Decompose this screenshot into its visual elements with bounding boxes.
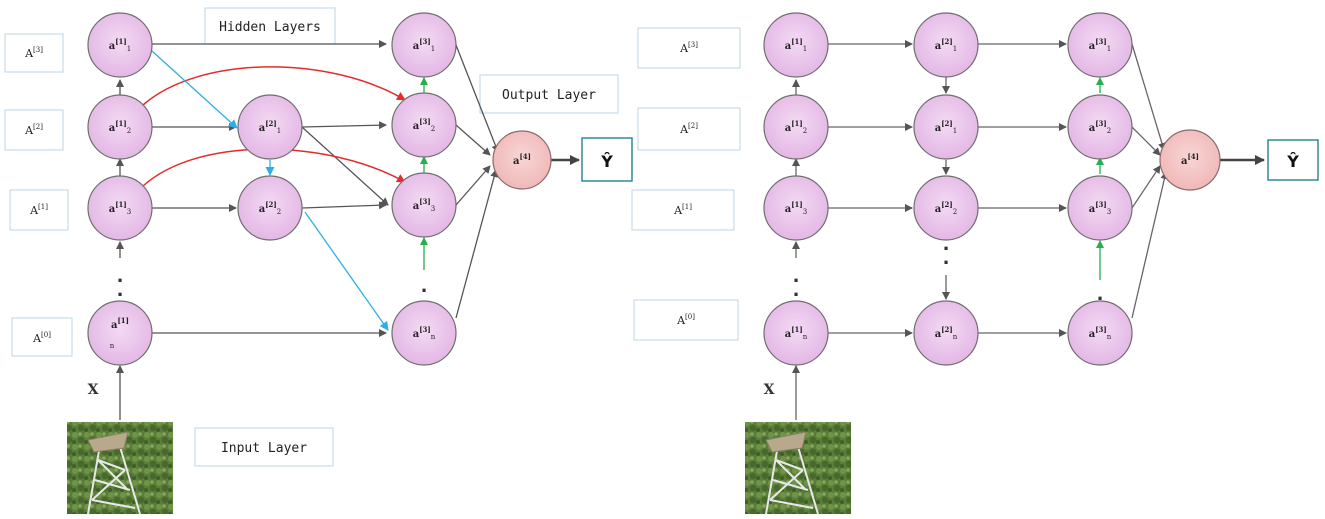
left-yhat-label: Ŷ: [600, 152, 613, 171]
left-gray-connections: [116, 40, 500, 420]
left-x-label: X: [88, 382, 99, 398]
hidden-layers-box: Hidden Layers: [204, 7, 336, 45]
svg-text:a[1]2: a[1]2: [109, 119, 131, 135]
svg-text:a[2]2: a[2]2: [935, 200, 957, 216]
input-layer-box: Input Layer: [194, 427, 334, 467]
left-yhat-box: Ŷ: [581, 137, 633, 182]
svg-text:A[1]: A[1]: [29, 203, 48, 217]
svg-text:a[1]3: a[1]3: [109, 200, 131, 216]
svg-text:a[2]1: a[2]1: [259, 119, 281, 135]
side-label-a3: A[3]: [4, 33, 64, 73]
svg-text:a[2]2: a[2]2: [259, 200, 281, 216]
left-dots-3: .: [421, 276, 428, 297]
left-diagram: Hidden Layers Output Layer Input Layer A…: [4, 7, 633, 515]
right-dots-1: .: [793, 266, 800, 287]
hidden-layers-label: Hidden Layers: [219, 20, 321, 35]
right-dots-5: .: [1097, 284, 1104, 305]
svg-text:a[3]n: a[3]n: [413, 325, 436, 341]
right-node-output: a[4]: [1159, 129, 1221, 191]
right-diagram: A[3] A[2] A[1] A[0]: [631, 12, 1319, 515]
svg-text:A[2]: A[2]: [679, 122, 698, 136]
svg-text:a[1]n: a[1]n: [785, 325, 808, 341]
svg-text:a[2]1: a[2]1: [935, 37, 957, 53]
right-node-l3-3: a[3]3: [1067, 175, 1133, 241]
right-nodes: a[1]1 a[1]2 a[1]3 a[1]n a[2]1 a[2]1: [763, 12, 1221, 366]
svg-text:a[3]3: a[3]3: [413, 197, 435, 213]
svg-text:a[2]n: a[2]n: [935, 325, 958, 341]
right-node-l2-n: a[2]n: [913, 300, 979, 366]
left-node-l1-n: a[1] n: [87, 300, 153, 366]
right-yhat-label: Ŷ: [1286, 152, 1299, 171]
left-blue-arrow-3: [304, 211, 389, 331]
svg-text:a[1]1: a[1]1: [785, 37, 807, 53]
svg-text:a[1]1: a[1]1: [109, 37, 131, 53]
right-side-label-a2: A[2]: [637, 107, 741, 151]
svg-text:a[2]1: a[2]1: [935, 119, 957, 135]
svg-text:a[3]2: a[3]2: [413, 117, 435, 133]
right-side-label-a3: A[3]: [637, 27, 741, 69]
side-label-a0: A[0]: [11, 317, 73, 357]
svg-text:A[3]: A[3]: [24, 46, 43, 60]
right-node-l2-1b: a[2]1: [913, 94, 979, 160]
right-node-l3-2: a[3]2: [1067, 94, 1133, 160]
left-node-l3-3: a[3]3: [391, 172, 457, 238]
input-layer-label: Input Layer: [221, 441, 307, 456]
svg-text:A[3]: A[3]: [679, 41, 698, 55]
left-dots-2: .: [117, 280, 124, 301]
left-node-output: a[4]: [492, 130, 552, 190]
right-side-label-a1: A[1]: [631, 189, 735, 231]
side-label-a1: A[1]: [9, 189, 69, 231]
svg-text:A[2]: A[2]: [24, 123, 43, 137]
left-skip-arrow-1: [142, 66, 406, 106]
right-node-l1-1: a[1]1: [763, 12, 829, 78]
output-layer-box: Output Layer: [479, 74, 619, 114]
right-node-l1-n: a[1]n: [763, 300, 829, 366]
right-dots-4: .: [943, 248, 950, 269]
svg-text:A[1]: A[1]: [673, 203, 692, 217]
svg-text:a[3]n: a[3]n: [1089, 325, 1112, 341]
svg-text:a[3]3: a[3]3: [1089, 200, 1111, 216]
svg-text:a[1]: a[1]: [111, 316, 129, 331]
right-node-l1-2: a[1]2: [763, 94, 829, 160]
right-node-l3-1: a[3]1: [1067, 12, 1133, 78]
svg-text:A[0]: A[0]: [32, 331, 51, 345]
right-node-l3-n: a[3]n: [1067, 300, 1133, 366]
svg-text:a[3]2: a[3]2: [1089, 119, 1111, 135]
left-node-l3-n: a[3]n: [391, 300, 457, 366]
right-input-image: [745, 422, 851, 515]
output-layer-label: Output Layer: [502, 88, 596, 103]
left-input-image: [67, 422, 173, 515]
left-node-l1-2: a[1]2: [87, 94, 153, 160]
left-node-l2-2: a[2]2: [237, 175, 303, 241]
right-yhat-box: Ŷ: [1267, 139, 1319, 181]
right-node-l1-3: a[1]3: [763, 175, 829, 241]
left-node-l3-1: a[3]1: [391, 12, 457, 78]
left-nodes: a[1]1 a[1]2 a[1]3 a[1] n a[2]1 a[2]2: [87, 12, 552, 366]
left-blue-arrow-1: [151, 50, 238, 129]
right-dots-2: .: [793, 280, 800, 301]
svg-text:a[3]1: a[3]1: [1089, 37, 1111, 53]
left-node-l3-2: a[3]2: [391, 92, 457, 158]
svg-text:a[3]1: a[3]1: [413, 37, 435, 53]
right-x-label: X: [764, 382, 775, 398]
right-dots-3: .: [943, 234, 950, 255]
svg-text:a[4]: a[4]: [513, 152, 531, 167]
svg-text:A[0]: A[0]: [676, 313, 695, 327]
left-node-l1-3: a[1]3: [87, 175, 153, 241]
svg-text:n: n: [110, 342, 115, 350]
left-node-l2-1: a[2]1: [237, 94, 303, 160]
svg-text:a[1]2: a[1]2: [785, 119, 807, 135]
svg-text:a[1]3: a[1]3: [785, 200, 807, 216]
svg-text:a[4]: a[4]: [1181, 152, 1199, 167]
right-gray-connections: [792, 40, 1169, 420]
left-node-l1-1: a[1]1: [87, 12, 153, 78]
left-dots-1: .: [117, 266, 124, 287]
right-side-label-a0: A[0]: [633, 299, 739, 341]
right-node-l2-1: a[2]1: [913, 12, 979, 78]
side-label-a2: A[2]: [4, 109, 64, 151]
right-node-l2-2: a[2]2: [913, 175, 979, 241]
